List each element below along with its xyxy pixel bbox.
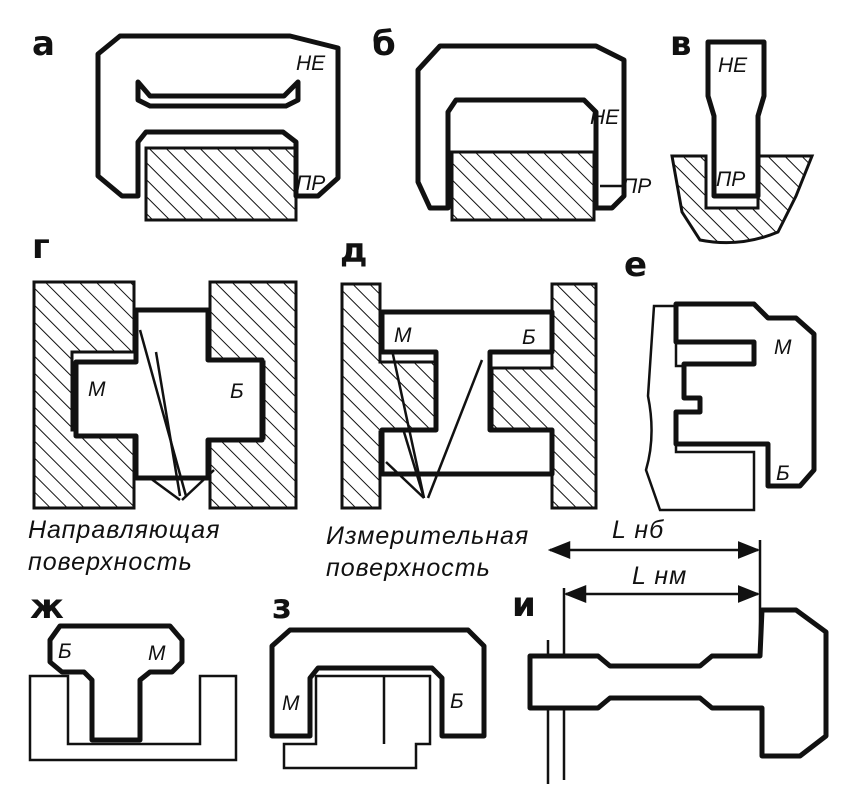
section-g-label: г <box>32 227 50 267</box>
mark-ne-v: НЕ <box>718 54 748 77</box>
gauge-e <box>673 301 817 489</box>
mark-m-d: М <box>394 324 412 347</box>
figure-e: е М Б <box>624 245 817 512</box>
figure-i: и L нб L нм <box>512 516 829 784</box>
workpiece-a <box>144 146 298 222</box>
figure-b: б НЕ ПР <box>372 24 651 222</box>
left-part-g <box>32 280 136 510</box>
mark-ne-b: НЕ <box>590 106 620 129</box>
caption-measure-line1: Измерительная <box>326 522 529 550</box>
mark-b-zh: Б <box>58 640 72 663</box>
mark-b-z: Б <box>450 690 464 713</box>
gauge-z <box>269 627 487 739</box>
figure-g: г М Б <box>32 227 298 510</box>
mark-m-e: М <box>774 336 792 359</box>
captions: Направляющая поверхность Измерительная п… <box>28 516 529 582</box>
mark-b-e: Б <box>776 462 790 485</box>
mark-b-g: Б <box>230 380 244 403</box>
caption-guide-line2: поверхность <box>28 548 193 576</box>
section-v-label: в <box>670 24 692 64</box>
snap-gauge-a <box>95 33 341 199</box>
gauge-a-ne-notch <box>135 79 301 109</box>
gauge-g <box>73 307 265 481</box>
part-z <box>282 674 432 770</box>
part-zh <box>28 674 238 762</box>
part-i <box>527 607 829 759</box>
gauge-d <box>379 309 555 477</box>
section-zh-label: ж <box>30 587 64 627</box>
section-e-label: е <box>624 245 647 285</box>
section-d-label: д <box>340 231 367 271</box>
figure-zh: ж Б М <box>28 587 238 762</box>
section-z-label: з <box>272 587 292 627</box>
mark-ne-a: НЕ <box>296 52 326 75</box>
gauge-zh <box>47 623 185 743</box>
mark-m-g: М <box>88 378 106 401</box>
mark-pr-v: ПР <box>716 168 745 191</box>
dimension-l-nm: L нм <box>632 562 687 590</box>
mark-pr-b: ПР <box>622 175 651 198</box>
section-b-label: б <box>372 24 396 64</box>
plug-gauge-v <box>705 39 767 199</box>
snap-gauge-b <box>415 43 627 211</box>
workpiece-b <box>450 150 596 222</box>
figure-v: в НЕ ПР <box>670 24 815 245</box>
mark-b-d: Б <box>522 326 536 349</box>
mark-pr-a: ПР <box>296 172 325 195</box>
section-a-label: а <box>32 24 55 64</box>
caption-measure-line2: поверхность <box>326 554 491 582</box>
figure-z: з М Б <box>269 587 487 770</box>
figure-d: д М Б <box>340 231 598 510</box>
mark-m-zh: М <box>148 642 166 665</box>
dimension-l-nb: L нб <box>612 516 664 544</box>
caption-guide-line1: Направляющая <box>28 516 221 544</box>
figure-a: а НЕ ПР <box>32 24 341 222</box>
section-i-label: и <box>512 585 536 625</box>
mark-m-z: М <box>282 692 300 715</box>
